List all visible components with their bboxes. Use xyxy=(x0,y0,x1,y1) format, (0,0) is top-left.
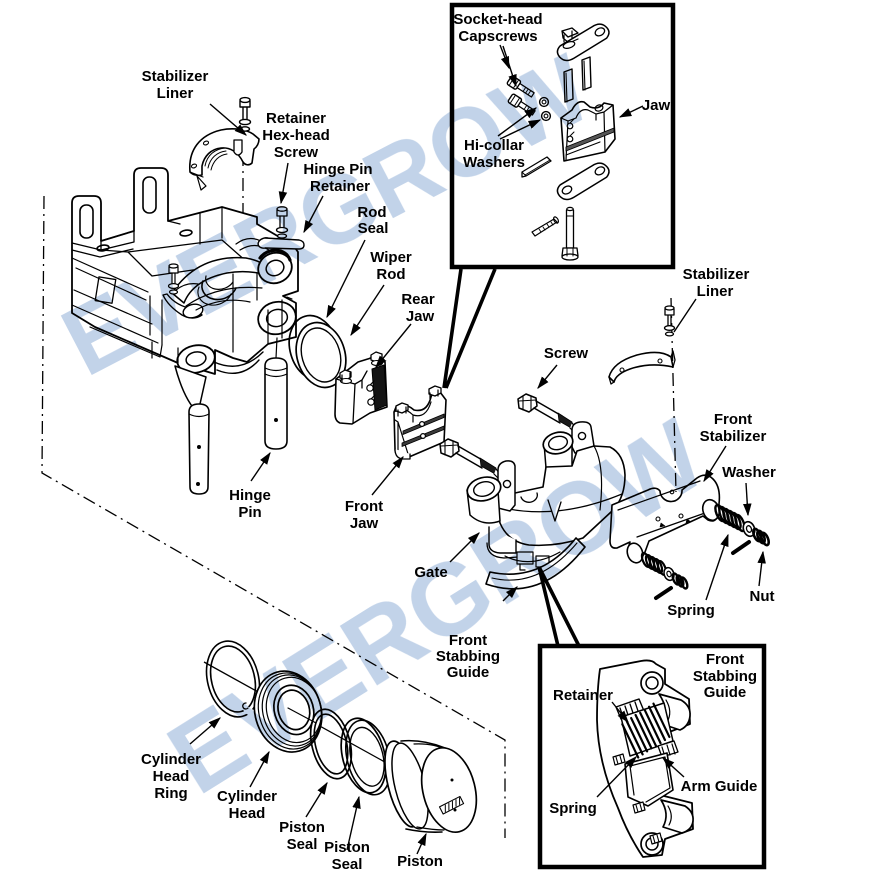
svg-text:Screw: Screw xyxy=(274,144,319,161)
svg-text:Wiper: Wiper xyxy=(370,249,412,266)
svg-text:Retainer: Retainer xyxy=(310,178,370,195)
svg-text:Hinge Pin: Hinge Pin xyxy=(303,161,372,178)
svg-text:Seal: Seal xyxy=(332,856,363,873)
svg-text:Socket-head: Socket-head xyxy=(453,11,542,28)
svg-text:Jaw: Jaw xyxy=(350,515,379,532)
svg-text:Stabbing: Stabbing xyxy=(693,668,757,685)
svg-text:Seal: Seal xyxy=(358,220,389,237)
svg-text:Liner: Liner xyxy=(697,283,734,300)
svg-text:Guide: Guide xyxy=(704,684,747,701)
svg-text:Gate: Gate xyxy=(414,564,447,581)
svg-text:Front: Front xyxy=(449,632,487,649)
svg-text:Hinge: Hinge xyxy=(229,487,271,504)
svg-text:Pin: Pin xyxy=(238,504,261,521)
svg-text:Retainer: Retainer xyxy=(553,687,613,704)
svg-text:Piston: Piston xyxy=(279,819,325,836)
svg-text:Washers: Washers xyxy=(463,154,525,171)
svg-text:Head: Head xyxy=(153,768,190,785)
svg-text:Hi-collar: Hi-collar xyxy=(464,137,524,154)
svg-text:Jaw: Jaw xyxy=(406,308,435,325)
svg-text:Rod: Rod xyxy=(376,266,405,283)
svg-text:Front: Front xyxy=(714,411,752,428)
svg-text:Stabilizer: Stabilizer xyxy=(683,266,750,283)
svg-text:Rod: Rod xyxy=(357,204,386,221)
svg-text:Spring: Spring xyxy=(667,602,715,619)
svg-text:Retainer: Retainer xyxy=(266,110,326,127)
svg-text:Piston: Piston xyxy=(397,853,443,870)
svg-text:Ring: Ring xyxy=(154,785,187,802)
svg-text:Cylinder: Cylinder xyxy=(141,751,201,768)
svg-text:Head: Head xyxy=(229,805,266,822)
svg-text:Capscrews: Capscrews xyxy=(458,28,537,45)
svg-text:Nut: Nut xyxy=(750,588,775,605)
svg-text:Washer: Washer xyxy=(722,464,776,481)
svg-text:Spring: Spring xyxy=(549,800,597,817)
svg-text:Stabilizer: Stabilizer xyxy=(700,428,767,445)
svg-text:Front: Front xyxy=(706,651,744,668)
svg-text:Stabilizer: Stabilizer xyxy=(142,68,209,85)
svg-text:Cylinder: Cylinder xyxy=(217,788,277,805)
svg-text:Liner: Liner xyxy=(157,85,194,102)
svg-text:Hex-head: Hex-head xyxy=(262,127,330,144)
svg-text:Seal: Seal xyxy=(287,836,318,853)
svg-text:Guide: Guide xyxy=(447,664,490,681)
svg-text:Jaw: Jaw xyxy=(642,97,671,114)
svg-text:Screw: Screw xyxy=(544,345,589,362)
svg-text:Stabbing: Stabbing xyxy=(436,648,500,665)
svg-text:Arm Guide: Arm Guide xyxy=(681,778,758,795)
svg-text:Rear: Rear xyxy=(401,291,435,308)
svg-text:Front: Front xyxy=(345,498,383,515)
